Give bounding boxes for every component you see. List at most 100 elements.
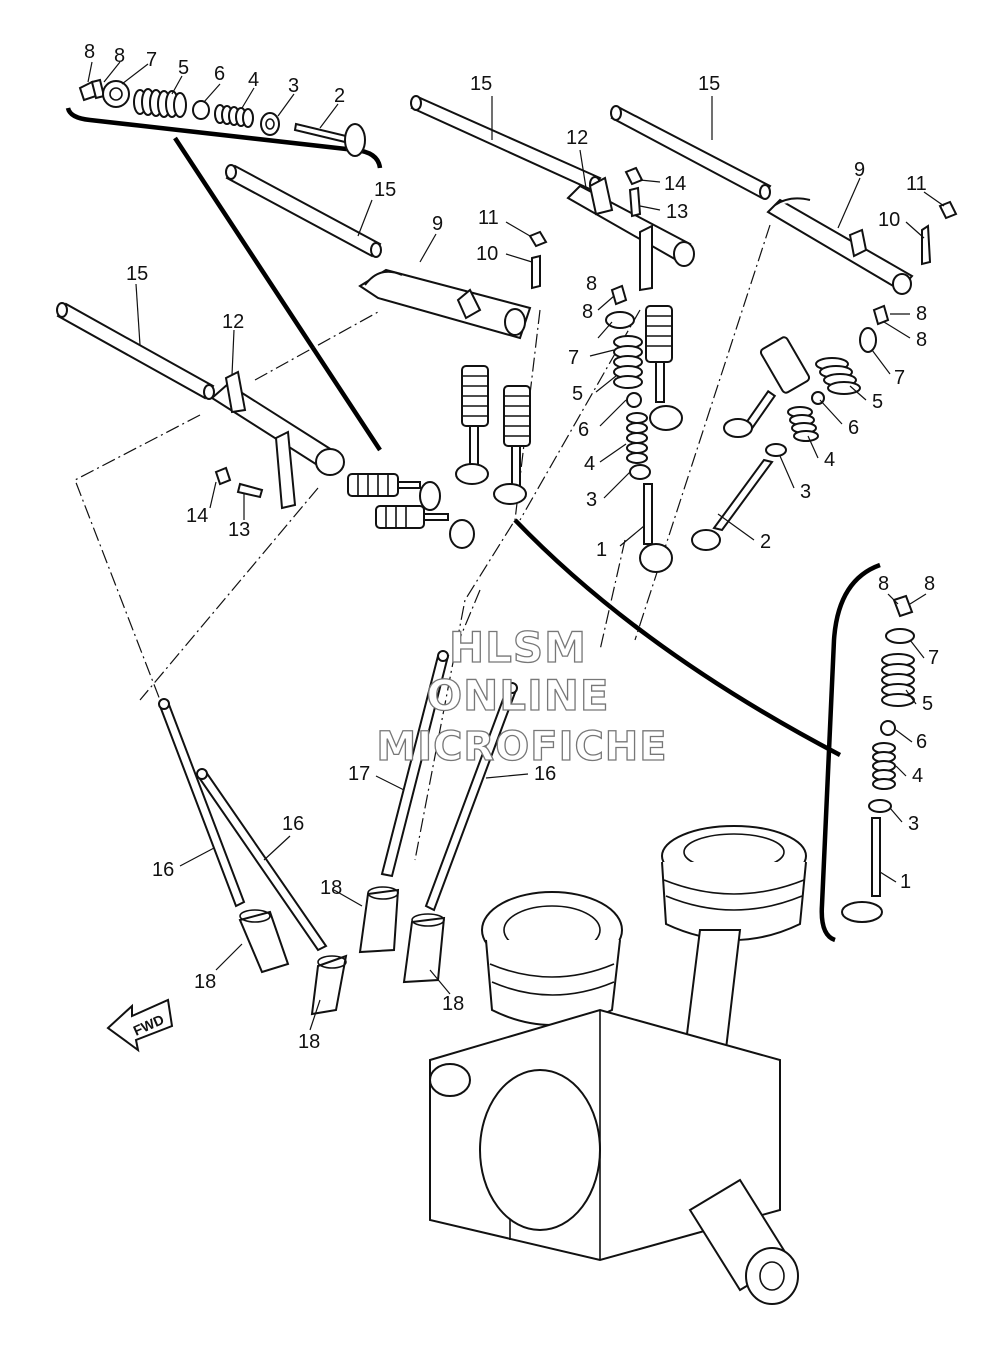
seat-lower-part	[868, 799, 892, 813]
pushrod-left-b-part	[196, 768, 328, 952]
valve-stack-lower-right	[841, 594, 915, 923]
outer-spring-lower-part	[881, 653, 915, 707]
callout-label: 12	[222, 311, 244, 333]
valve-assembly-d-part	[375, 505, 475, 549]
pushrod-center-b-part	[424, 682, 518, 912]
callout-label: 8	[582, 301, 593, 323]
callout-label: 7	[146, 49, 157, 71]
lifter-a-part	[238, 909, 290, 974]
callout-label: 18	[194, 971, 216, 993]
callout-label: 8	[916, 329, 927, 351]
rocker-shafts	[56, 95, 772, 400]
spring-retainer-part	[102, 80, 130, 108]
callout-label: 9	[854, 159, 865, 181]
callout-label: 17	[348, 763, 370, 785]
forward-direction-arrow: FWD	[106, 998, 174, 1053]
callout-label: 1	[900, 871, 911, 893]
valve-group-top-left	[78, 78, 366, 157]
callout-label: 8	[924, 573, 935, 595]
rocker-shaft-mid-part	[225, 164, 382, 258]
valve-assembly-c-part	[347, 473, 441, 511]
callout-label: 2	[760, 531, 771, 553]
callout-label: 18	[320, 877, 342, 899]
seat-center-part	[629, 464, 651, 480]
callout-label: 7	[928, 647, 939, 669]
lifter-d-part	[402, 913, 446, 984]
callout-label: 3	[586, 489, 597, 511]
callout-label: 15	[470, 73, 492, 95]
callout-labels: 8 8 7 5 6 4 3 2 15 9 11 10 15 12 14 13 1…	[84, 41, 939, 1053]
adjust-screw-right-part	[921, 224, 932, 266]
valve-assembly-a-part	[455, 365, 489, 485]
adjust-screw-center-part	[531, 254, 541, 290]
callout-label: 16	[282, 813, 304, 835]
callout-label: 4	[248, 69, 259, 91]
callout-label: 15	[126, 263, 148, 285]
callout-label: 12	[566, 127, 588, 149]
crankshaft-part	[429, 1008, 799, 1305]
callout-label: 6	[578, 419, 589, 441]
seal-lower-part	[880, 720, 896, 736]
inner-spring-right-part	[787, 406, 819, 442]
callout-label: 3	[908, 813, 919, 835]
outer-spring-right-part	[815, 357, 861, 395]
rocker-shaft-left-part	[56, 302, 215, 400]
retainer-lower-part	[885, 628, 915, 644]
rocker-arms	[210, 176, 914, 510]
outer-spring-center-part	[613, 335, 643, 389]
valve-assembly-center-upright-part	[645, 305, 683, 431]
callout-label: 1	[596, 539, 607, 561]
locknut-top-part	[624, 166, 644, 186]
adjust-screw-left-part	[236, 482, 264, 499]
callout-label: 18	[442, 993, 464, 1015]
callout-label: 5	[872, 391, 883, 413]
valve-lower-part	[841, 817, 883, 923]
cotters-right-part	[872, 304, 890, 326]
callout-label: 8	[916, 303, 927, 325]
lifter-b-part	[310, 954, 348, 1016]
callout-label: 4	[912, 765, 923, 787]
callout-label: 2	[334, 85, 345, 107]
rocker-arm-center-left-part	[358, 268, 532, 340]
piston-right-part	[661, 825, 807, 941]
callout-label: 7	[894, 367, 905, 389]
valve-center-part	[639, 483, 673, 573]
callout-label: 3	[288, 75, 299, 97]
pushrods-and-lifters	[158, 650, 518, 1016]
lifter-c-part	[358, 886, 400, 954]
callout-label: 15	[698, 73, 720, 95]
seal-center-part	[626, 392, 642, 408]
rocker-shaft-top-right-part	[610, 105, 772, 200]
cotters-lower-part	[892, 594, 914, 618]
callout-label: 9	[432, 213, 443, 235]
callout-label: 6	[214, 63, 225, 85]
valve-stack-center	[605, 284, 683, 573]
engine-bottom-end	[429, 825, 807, 1305]
retainer-right-part	[859, 327, 877, 353]
cotters-center-part	[610, 284, 628, 306]
callout-label: 7	[568, 347, 579, 369]
callout-label: 13	[666, 201, 688, 223]
oil-seal-part	[192, 100, 210, 120]
grouping-lines	[65, 107, 881, 943]
leader-lines	[87, 61, 945, 1031]
callout-label: 5	[178, 57, 189, 79]
valve-assembly-b-part	[493, 385, 531, 505]
pushrod-left-a-part	[158, 698, 246, 908]
retainer-center-part	[605, 311, 635, 329]
callout-label: 11	[906, 173, 927, 195]
inner-spring-part	[214, 104, 254, 128]
callout-label: 5	[922, 693, 933, 715]
pushrod-center-a-part	[380, 650, 450, 878]
callout-label: 8	[586, 273, 597, 295]
callout-label: 10	[476, 243, 498, 265]
callout-label: 16	[152, 859, 174, 881]
callout-label: 3	[800, 481, 811, 503]
piston-left-part	[481, 891, 623, 1026]
callout-label: 16	[534, 763, 556, 785]
callout-label: 18	[298, 1031, 320, 1053]
seat-right-part	[765, 443, 787, 457]
valve-stack-right	[691, 304, 890, 551]
locknut-left-part	[214, 466, 232, 486]
